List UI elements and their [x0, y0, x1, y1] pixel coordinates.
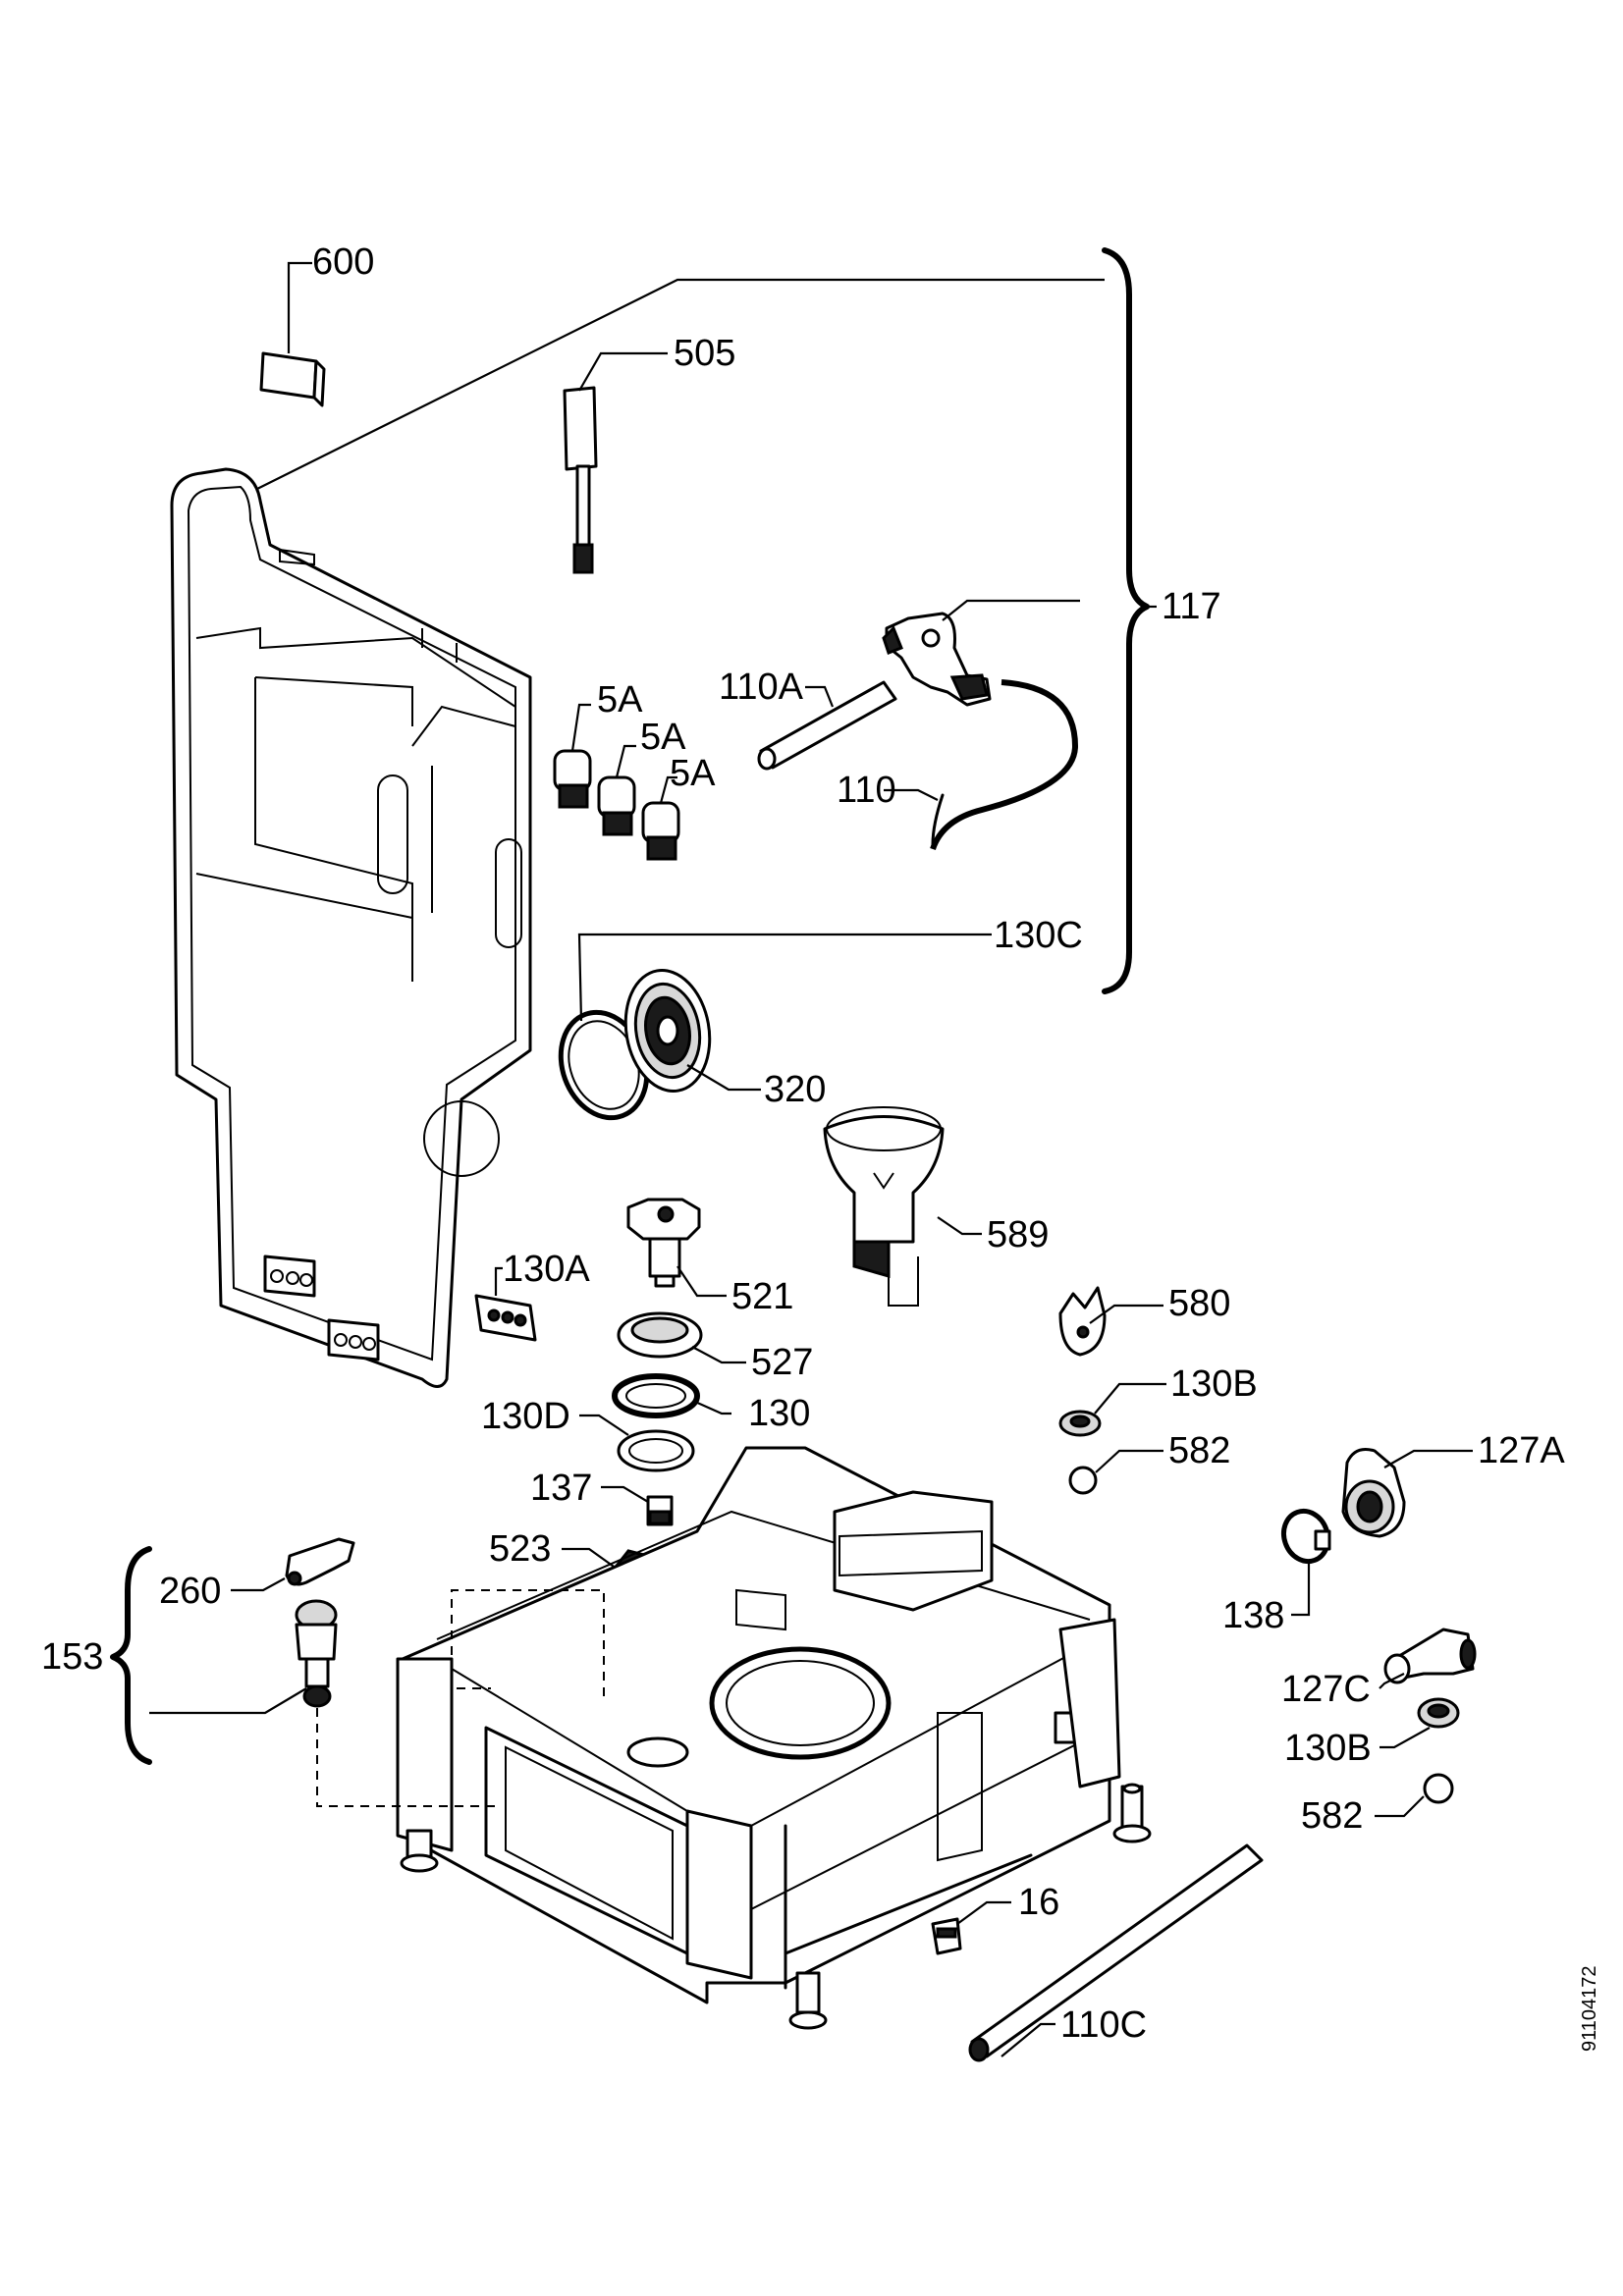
label-260: 260	[159, 1571, 221, 1612]
brace-153	[110, 1546, 152, 1765]
label-110: 110	[837, 770, 896, 811]
label-130b-2: 130B	[1284, 1728, 1372, 1769]
part-582-lower	[1375, 1773, 1454, 1818]
label-130: 130	[748, 1393, 810, 1434]
part-130b-lower	[1380, 1697, 1460, 1749]
label-127c: 127C	[1281, 1669, 1371, 1710]
label-582-2: 582	[1301, 1795, 1363, 1837]
label-600: 600	[312, 241, 374, 283]
part-110c	[968, 1843, 1264, 2062]
part-153-group	[110, 1537, 605, 1807]
valve-assembly	[757, 599, 1080, 851]
part-137	[601, 1485, 674, 1526]
label-523: 523	[489, 1528, 551, 1570]
connector-line-top	[256, 278, 1105, 490]
label-521: 521	[731, 1276, 793, 1317]
label-127a: 127A	[1478, 1430, 1565, 1471]
label-117: 117	[1162, 586, 1221, 627]
part-labels: 600 505 117 5A 5A 5A 110A 110 130C 320 5…	[41, 241, 1565, 2046]
part-320	[623, 969, 761, 1093]
part-127a	[1341, 1448, 1473, 1538]
parts-5a	[553, 703, 680, 861]
label-16: 16	[1018, 1882, 1059, 1923]
part-521	[626, 1198, 727, 1298]
label-5a-3: 5A	[670, 753, 716, 794]
label-527: 527	[751, 1342, 813, 1383]
label-5a-2: 5A	[640, 717, 686, 758]
part-589	[823, 1106, 982, 1307]
label-580: 580	[1168, 1283, 1230, 1324]
label-5a-1: 5A	[597, 679, 643, 721]
document-id: 91104172	[1579, 1966, 1600, 2053]
label-110c: 110C	[1060, 2004, 1147, 2046]
part-130b-upper	[1058, 1382, 1166, 1437]
dashed-leader-153	[316, 1589, 605, 1807]
part-582-upper	[1068, 1449, 1163, 1495]
part-138	[1280, 1508, 1331, 1617]
label-138: 138	[1222, 1595, 1284, 1636]
feet	[400, 1783, 1152, 2030]
label-110a: 110A	[719, 667, 804, 708]
part-130d	[579, 1414, 695, 1472]
label-137: 137	[530, 1468, 592, 1509]
label-130a: 130A	[503, 1249, 590, 1290]
label-130b-1: 130B	[1170, 1363, 1258, 1405]
part-130	[612, 1373, 731, 1418]
part-130a	[474, 1266, 537, 1342]
part-527	[617, 1311, 746, 1364]
label-130d: 130D	[481, 1396, 570, 1437]
label-320: 320	[764, 1069, 826, 1110]
base-tub	[396, 1446, 1152, 2030]
pressure-switch	[149, 1599, 338, 1715]
label-582-1: 582	[1168, 1430, 1230, 1471]
part-600	[259, 261, 326, 407]
part-505	[563, 351, 668, 574]
label-130c: 130C	[994, 915, 1083, 956]
part-127c	[1379, 1628, 1477, 1689]
side-panel	[170, 467, 532, 1388]
label-153: 153	[41, 1636, 103, 1678]
label-589: 589	[987, 1214, 1049, 1255]
brace-117	[1102, 247, 1150, 994]
part-260	[231, 1537, 355, 1592]
part-580	[1058, 1286, 1163, 1357]
part-16	[931, 1900, 1011, 1955]
label-505: 505	[674, 333, 735, 374]
